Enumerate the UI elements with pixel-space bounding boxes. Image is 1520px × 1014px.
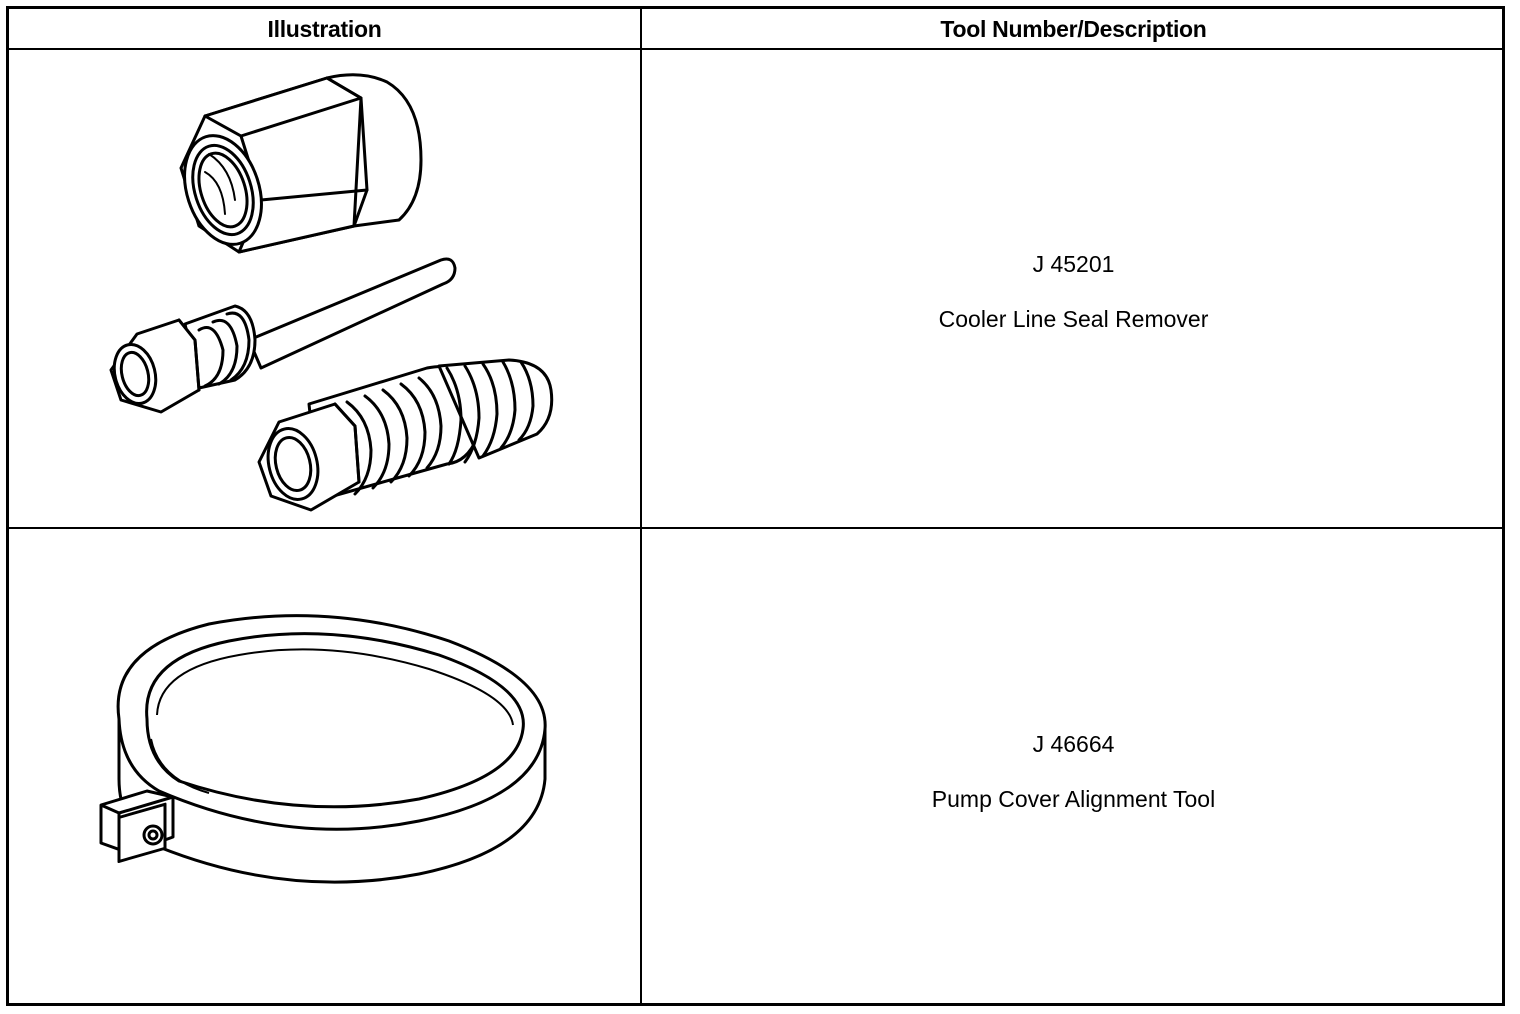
tool-table: Illustration Tool Number/Description J 4… bbox=[6, 6, 1505, 1006]
tool-number: J 45201 bbox=[1032, 251, 1115, 277]
header-divider bbox=[9, 48, 1502, 50]
tool-number: J 46664 bbox=[1032, 731, 1115, 757]
tool-description: Pump Cover Alignment Tool bbox=[931, 786, 1216, 812]
tool-description: Cooler Line Seal Remover bbox=[938, 306, 1209, 332]
header-illustration: Illustration bbox=[267, 15, 382, 42]
header-tool-description: Tool Number/Description bbox=[940, 15, 1207, 42]
row-1-tool-cell: J 45201 Cooler Line Seal Remover bbox=[642, 251, 1505, 333]
pump-cover-alignment-tool-illustration bbox=[99, 614, 547, 884]
row-divider bbox=[9, 527, 1502, 529]
row-2-tool-cell: J 46664 Pump Cover Alignment Tool bbox=[642, 731, 1505, 813]
column-divider bbox=[640, 9, 642, 1003]
cooler-line-seal-remover-illustration bbox=[109, 73, 554, 512]
